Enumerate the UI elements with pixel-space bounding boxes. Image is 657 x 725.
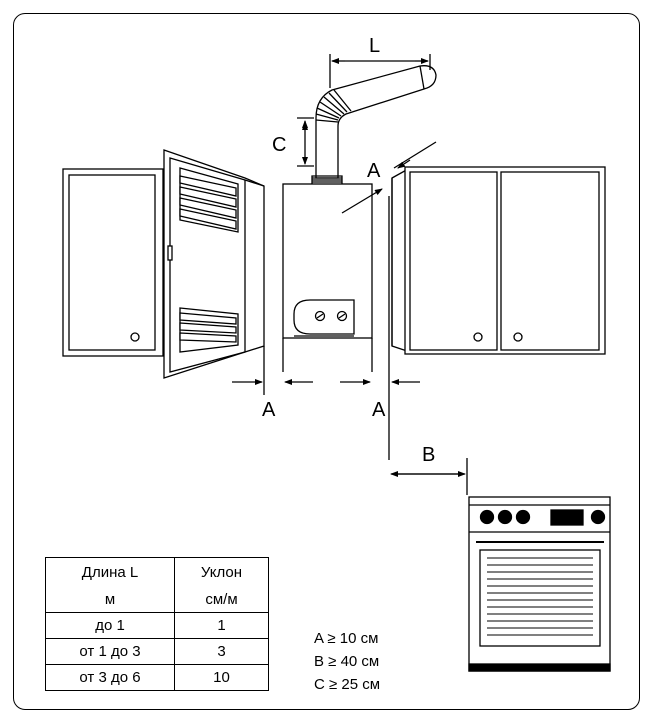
open-cabinet-door xyxy=(163,149,265,379)
upper-vent-louvers xyxy=(179,167,239,233)
oven-window xyxy=(479,549,601,647)
cell-slope: 1 xyxy=(174,612,269,639)
label-b: B xyxy=(422,444,435,466)
right-cabinets xyxy=(404,166,606,355)
label-c: C xyxy=(272,134,286,156)
stove xyxy=(468,496,611,672)
stove-knob xyxy=(479,509,495,525)
header-slope: Уклон xyxy=(174,557,269,587)
stove-knob xyxy=(497,509,513,525)
lower-vent-louvers xyxy=(179,307,239,353)
table-row: от 1 до 3 3 xyxy=(45,638,269,665)
table-header-units-row: м см/м xyxy=(45,587,269,613)
header-length: Длина L xyxy=(45,557,175,587)
dimension-a-top xyxy=(341,141,437,214)
cell-length: до 1 xyxy=(45,612,175,639)
stove-knob xyxy=(515,509,531,525)
left-cabinet xyxy=(62,168,164,357)
label-a-bottom-right: A xyxy=(372,399,386,421)
water-heater xyxy=(282,183,373,372)
table-header-row: Длина L Уклон xyxy=(45,557,269,587)
cell-length: от 3 до 6 xyxy=(45,664,175,691)
cell-slope: 10 xyxy=(174,664,269,691)
header-length-unit: м xyxy=(45,587,175,613)
slope-table: Длина L Уклон м см/м до 1 1 от 1 до 3 3 … xyxy=(45,557,269,691)
header-slope-unit: см/м xyxy=(174,587,269,613)
stove-knob xyxy=(590,509,606,525)
clearance-conditions: A ≥ 10 см B ≥ 40 см C ≥ 25 см xyxy=(314,627,380,696)
flue-pipe xyxy=(311,65,437,184)
table-row: до 1 1 xyxy=(45,612,269,639)
diagram-frame xyxy=(13,13,640,710)
cell-slope: 3 xyxy=(174,638,269,665)
table-row: от 3 до 6 10 xyxy=(45,664,269,691)
label-a-top: A xyxy=(367,160,381,182)
dimension-c xyxy=(297,117,314,167)
dimension-l xyxy=(329,54,431,88)
condition-a: A ≥ 10 см xyxy=(314,630,379,647)
label-l: L xyxy=(369,35,380,57)
condition-b: B ≥ 40 см xyxy=(314,653,380,670)
label-a-bottom-left: A xyxy=(262,399,276,421)
cell-length: от 1 до 3 xyxy=(45,638,175,665)
stove-display xyxy=(550,509,584,526)
dimension-b xyxy=(390,458,468,495)
condition-c: C ≥ 25 см xyxy=(314,676,381,693)
